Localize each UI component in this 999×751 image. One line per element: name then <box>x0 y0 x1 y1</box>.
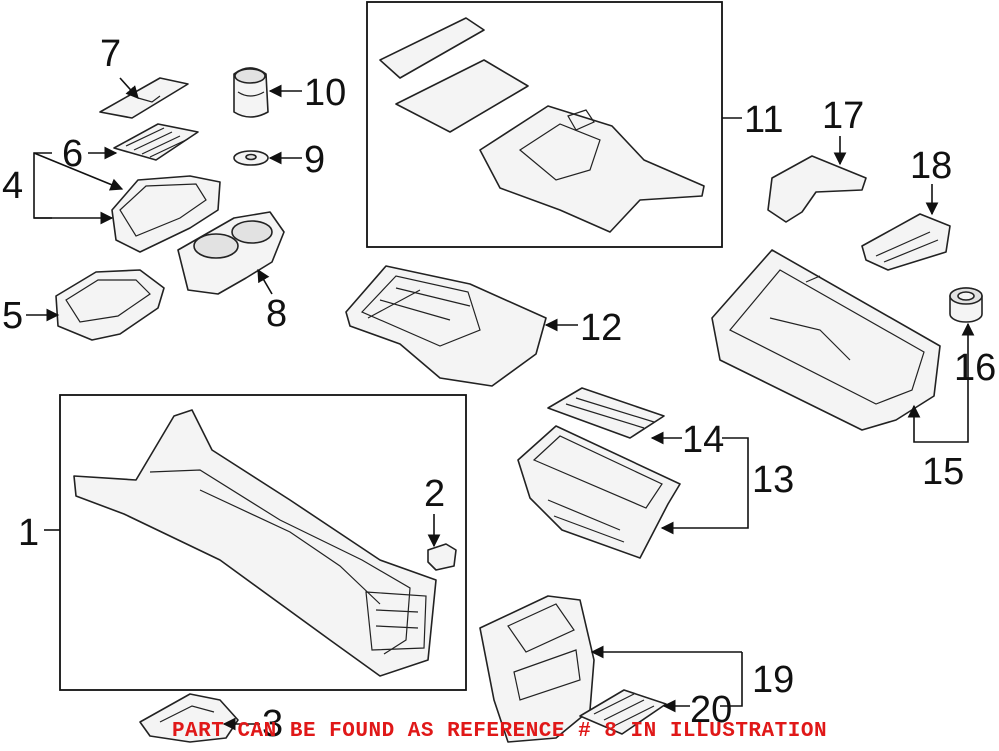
callout-9: 9 <box>304 139 325 181</box>
group-box-1 <box>59 394 467 691</box>
part-9-ring[interactable] <box>233 150 269 166</box>
callout-16: 16 <box>954 347 996 389</box>
group-box-11 <box>366 1 723 248</box>
callout-17: 17 <box>822 95 864 137</box>
part-5-bin[interactable] <box>55 269 165 341</box>
leader-lines <box>26 77 975 731</box>
part-17-cover[interactable] <box>767 155 867 223</box>
callout-3: 3 <box>262 703 283 745</box>
part-11-trim-set[interactable] <box>379 17 705 233</box>
callout-7: 7 <box>100 33 121 75</box>
callout-13: 13 <box>752 459 794 501</box>
callout-12: 12 <box>580 307 622 349</box>
part-8-cup-holder[interactable] <box>177 211 285 295</box>
part-16-ring[interactable] <box>949 287 983 323</box>
callout-2: 2 <box>424 473 445 515</box>
callout-11: 11 <box>744 99 783 141</box>
callout-18: 18 <box>910 145 952 187</box>
part-3-bracket[interactable] <box>139 693 239 743</box>
callout-5: 5 <box>2 295 23 337</box>
callout-19: 19 <box>752 659 794 701</box>
part-1-center-console[interactable] <box>73 409 437 677</box>
part-12-console-panel[interactable] <box>345 265 547 387</box>
part-6-tray-insert[interactable] <box>113 123 199 161</box>
callout-14: 14 <box>682 419 724 461</box>
callout-4: 4 <box>2 165 23 207</box>
part-15-armrest-lid[interactable] <box>711 249 941 431</box>
callout-15: 15 <box>922 451 964 493</box>
part-4-storage-tray[interactable] <box>111 175 221 253</box>
callout-6: 6 <box>62 133 83 175</box>
part-10-cup-insert[interactable] <box>233 67 269 118</box>
part-14-mat[interactable] <box>547 387 665 439</box>
reference-notice: PART CAN BE FOUND AS REFERENCE # 8 IN IL… <box>171 720 828 743</box>
part-7-mat[interactable] <box>99 77 189 119</box>
part-13-storage-bin[interactable] <box>517 425 681 559</box>
callout-10: 10 <box>304 72 346 114</box>
part-2-clip[interactable] <box>427 543 457 571</box>
part-18-strip[interactable] <box>861 213 951 271</box>
callout-8: 8 <box>266 293 287 335</box>
callout-1: 1 <box>18 512 39 554</box>
callout-20: 20 <box>690 689 732 731</box>
